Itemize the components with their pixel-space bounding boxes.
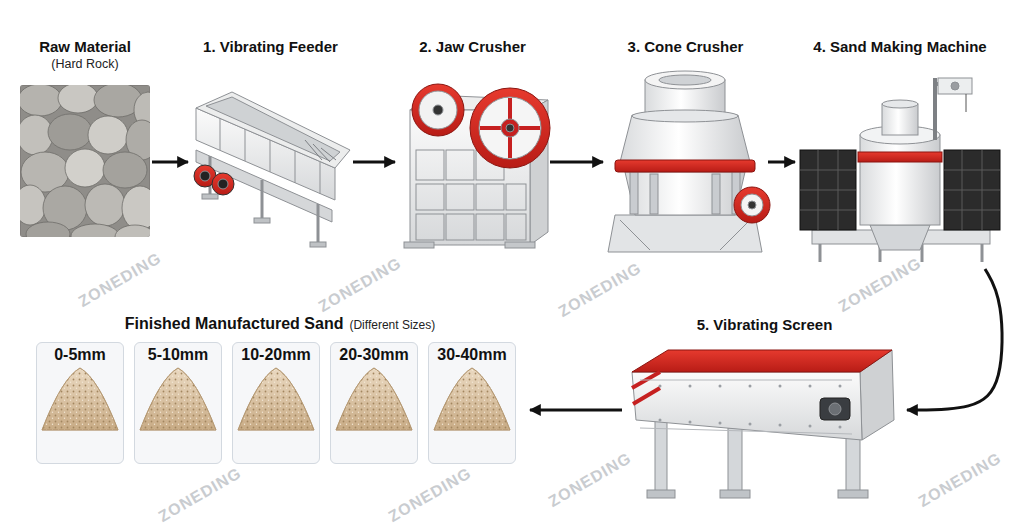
- text-group: 20-30mm: [331, 345, 417, 455]
- node-heading: 5. Vibrating Screen: [697, 316, 833, 334]
- node-subtext: (Hard Rock): [51, 56, 118, 72]
- flow-arrow: [353, 161, 395, 164]
- node-heading: 4. Sand Making Machine: [813, 38, 986, 56]
- text-group: 4. Sand Making Machine: [795, 38, 1005, 56]
- text-group: 3. Cone Crusher: [603, 38, 768, 56]
- watermark: ZONEDING: [155, 464, 244, 526]
- node-heading: 5-10mm: [148, 345, 208, 365]
- equipment-stage: 2. Jaw Crusher: [395, 34, 550, 254]
- product-group: Finished Manufactured Sand(Different Siz…: [30, 312, 530, 472]
- node-heading: 0-5mm: [54, 345, 106, 365]
- text-group: 10-20mm: [233, 345, 319, 455]
- node-heading: Finished Manufactured Sand: [125, 314, 344, 334]
- node-heading: 10-20mm: [241, 345, 310, 365]
- text-group: 1. Vibrating Feeder: [188, 38, 353, 56]
- equipment-stage: 3. Cone Crusher: [603, 34, 768, 259]
- node-heading: 2. Jaw Crusher: [419, 38, 526, 56]
- watermark: ZONEDING: [555, 259, 644, 321]
- size-box: 10-20mm: [232, 342, 320, 464]
- text-group: Raw Material(Hard Rock): [18, 38, 152, 72]
- flow-arrow: [152, 161, 188, 164]
- node-subtext: (Different Sizes): [349, 315, 435, 335]
- node-heading: 3. Cone Crusher: [628, 38, 744, 56]
- text-group: 30-40mm: [429, 345, 515, 455]
- node-heading: 30-40mm: [437, 345, 506, 365]
- node-heading: Raw Material: [39, 38, 131, 56]
- watermark: ZONEDING: [915, 449, 1004, 511]
- equipment-stage: 4. Sand Making Machine: [795, 34, 1005, 269]
- watermark: ZONEDING: [315, 254, 404, 316]
- flow-arrow: [530, 409, 622, 412]
- text-group: 5. Vibrating Screen: [622, 316, 907, 334]
- node-heading: 20-30mm: [339, 345, 408, 365]
- equipment-stage: 5. Vibrating Screen: [622, 312, 907, 507]
- watermark: ZONEDING: [385, 464, 474, 526]
- flow-arrow: [907, 269, 1002, 410]
- size-box: 5-10mm: [134, 342, 222, 464]
- size-box: 20-30mm: [330, 342, 418, 464]
- text-group: Finished Manufactured Sand(Different Siz…: [30, 314, 530, 335]
- watermark: ZONEDING: [75, 249, 164, 311]
- equipment-stage: 1. Vibrating Feeder: [188, 34, 353, 254]
- size-box: 30-40mm: [428, 342, 516, 464]
- text-group: 0-5mm: [37, 345, 123, 455]
- size-box: 0-5mm: [36, 342, 124, 464]
- watermark: ZONEDING: [835, 254, 924, 316]
- flow-arrow: [768, 161, 795, 164]
- flow-arrow: [550, 161, 603, 164]
- node-heading: 1. Vibrating Feeder: [203, 38, 338, 56]
- raw-material-stage: Raw Material(Hard Rock): [18, 34, 152, 239]
- text-group: 5-10mm: [135, 345, 221, 455]
- watermark: ZONEDING: [545, 449, 634, 511]
- text-group: 2. Jaw Crusher: [395, 38, 550, 56]
